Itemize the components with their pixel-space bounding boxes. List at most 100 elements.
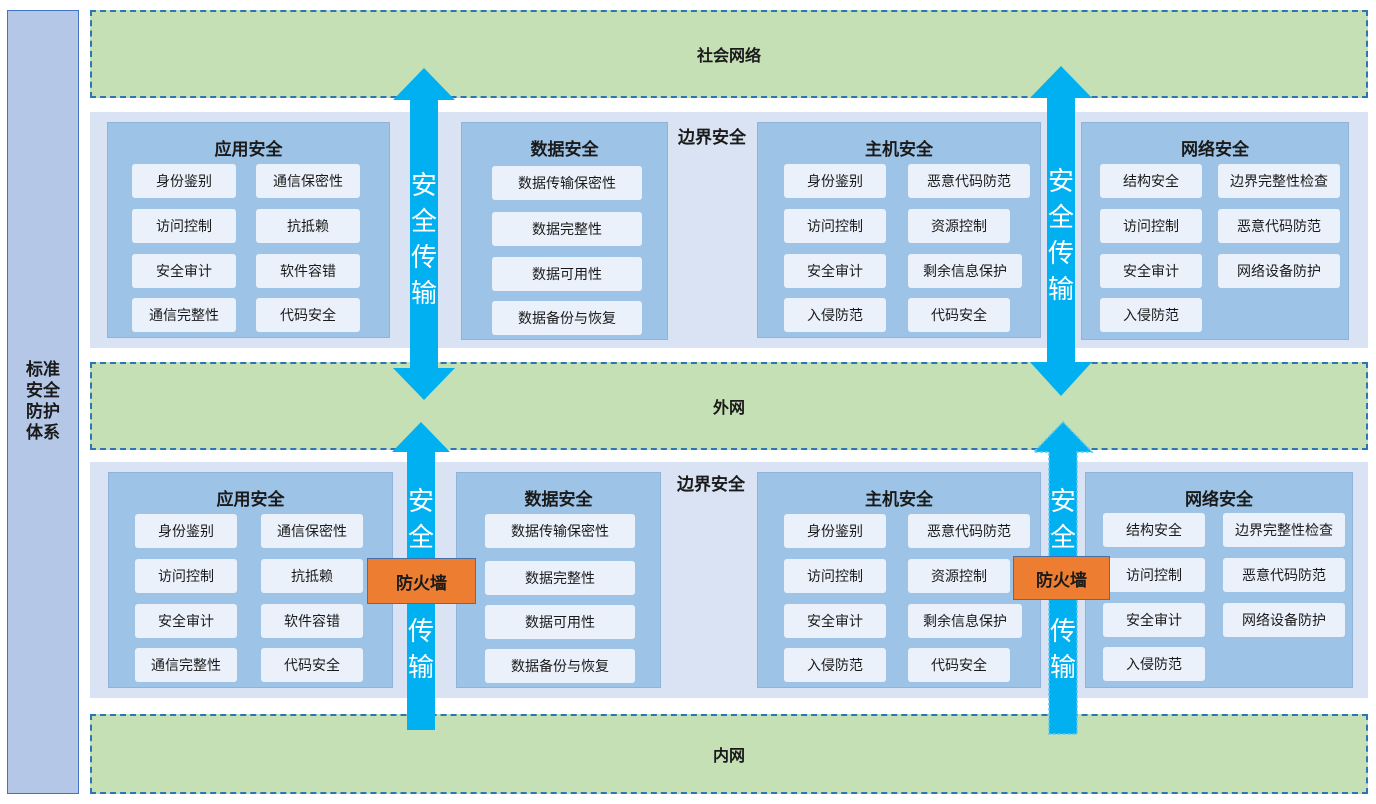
arrow-char: 传 bbox=[407, 617, 434, 647]
item-security-audit: 安全审计 bbox=[135, 604, 237, 638]
arrow-char: 传 bbox=[1049, 617, 1076, 647]
item-network-device-protection: 网络设备防护 bbox=[1223, 603, 1345, 637]
item-residual-info-protection: 剩余信息保护 bbox=[908, 604, 1022, 638]
item-comm-integrity: 通信完整性 bbox=[135, 648, 237, 682]
item-intrusion-prevention: 入侵防范 bbox=[1100, 298, 1202, 332]
lower-network-panel: 网络安全 结构安全 边界完整性检查 访问控制 恶意代码防范 安全审计 网络设备防… bbox=[1085, 472, 1353, 688]
panel-title: 应用安全 bbox=[216, 490, 285, 510]
item-non-repudiation: 抗抵赖 bbox=[261, 559, 363, 593]
lower-right-arrow-label-bottom: 传 输 bbox=[1043, 614, 1083, 686]
item-data-availability: 数据可用性 bbox=[492, 257, 642, 291]
item-residual-info-protection: 剩余信息保护 bbox=[908, 254, 1022, 288]
item-intrusion-prevention: 入侵防范 bbox=[784, 298, 886, 332]
firewall-right-label: 防火墙 bbox=[1036, 570, 1087, 591]
lower-right-arrow-label-top: 安 全 bbox=[1043, 484, 1083, 556]
item-access-control: 访问控制 bbox=[784, 559, 886, 593]
upper-host-panel: 主机安全 身份鉴别 恶意代码防范 访问控制 资源控制 安全审计 剩余信息保护 入… bbox=[757, 122, 1041, 338]
panel-title: 网络安全 bbox=[1181, 140, 1249, 160]
item-malware-prevention: 恶意代码防范 bbox=[1223, 558, 1345, 592]
item-identity-auth: 身份鉴别 bbox=[132, 164, 236, 198]
lower-left-arrow-label-bottom: 传 输 bbox=[401, 614, 441, 686]
item-access-control: 访问控制 bbox=[784, 209, 886, 243]
lower-app-panel: 应用安全 身份鉴别 通信保密性 访问控制 抗抵赖 安全审计 软件容错 通信完整性… bbox=[108, 472, 393, 688]
arrow-char: 全 bbox=[410, 207, 437, 237]
arrow-char: 传 bbox=[1047, 239, 1074, 269]
arrow-char: 安 bbox=[410, 171, 437, 201]
arrow-char: 输 bbox=[407, 653, 434, 683]
side-label-box: 标准安全防护体系 bbox=[7, 10, 79, 794]
item-structure-security: 结构安全 bbox=[1100, 164, 1202, 198]
lower-left-arrow-label-top: 安 全 bbox=[401, 484, 441, 556]
item-identity-auth: 身份鉴别 bbox=[135, 514, 237, 548]
arrow-char: 全 bbox=[1049, 523, 1076, 553]
item-code-security: 代码安全 bbox=[908, 298, 1010, 332]
upper-network-panel: 网络安全 结构安全 边界完整性检查 访问控制 恶意代码防范 安全审计 网络设备防… bbox=[1081, 122, 1349, 340]
panel-title: 主机安全 bbox=[865, 140, 933, 160]
panel-title: 主机安全 bbox=[865, 490, 933, 510]
item-code-security: 代码安全 bbox=[908, 648, 1010, 682]
item-access-control: 访问控制 bbox=[135, 559, 237, 593]
item-data-availability: 数据可用性 bbox=[485, 605, 635, 639]
item-boundary-integrity-check: 边界完整性检查 bbox=[1223, 513, 1345, 547]
arrow-char: 安 bbox=[1047, 167, 1074, 197]
item-malware-prevention: 恶意代码防范 bbox=[908, 164, 1030, 198]
panel-title: 应用安全 bbox=[214, 140, 283, 160]
social-network-label: 社会网络 bbox=[696, 46, 761, 65]
arrow-char: 输 bbox=[1047, 275, 1074, 305]
upper-data-panel: 数据安全 数据传输保密性 数据完整性 数据可用性 数据备份与恢复 bbox=[461, 122, 668, 340]
arrow-char: 输 bbox=[410, 279, 437, 309]
item-comm-confidentiality: 通信保密性 bbox=[261, 514, 363, 548]
item-data-backup-recovery: 数据备份与恢复 bbox=[485, 649, 635, 683]
firewall-left: 防火墙 bbox=[367, 558, 476, 604]
side-label: 标准安全防护体系 bbox=[26, 360, 60, 443]
upper-right-arrow-label: 安 全 传 输 bbox=[1041, 164, 1081, 308]
upper-left-arrow-label: 安 全 传 输 bbox=[404, 168, 444, 312]
item-software-fault-tolerance: 软件容错 bbox=[256, 254, 360, 288]
item-data-transfer-confidentiality: 数据传输保密性 bbox=[485, 514, 635, 548]
item-security-audit: 安全审计 bbox=[132, 254, 236, 288]
item-malware-prevention: 恶意代码防范 bbox=[1218, 209, 1340, 243]
arrow-char: 输 bbox=[1049, 653, 1076, 683]
internal-network-band: 内网 bbox=[90, 714, 1368, 794]
item-access-control: 访问控制 bbox=[132, 209, 236, 243]
upper-right-double-arrow bbox=[1030, 66, 1092, 396]
item-security-audit: 安全审计 bbox=[784, 254, 886, 288]
arrow-char: 传 bbox=[410, 243, 437, 273]
lower-data-panel: 数据安全 数据传输保密性 数据完整性 数据可用性 数据备份与恢复 bbox=[456, 472, 661, 688]
item-data-integrity: 数据完整性 bbox=[492, 212, 642, 246]
item-software-fault-tolerance: 软件容错 bbox=[261, 604, 363, 638]
upper-app-panel: 应用安全 身份鉴别 通信保密性 访问控制 抗抵赖 安全审计 软件容错 通信完整性… bbox=[107, 122, 390, 338]
arrow-char: 全 bbox=[1047, 203, 1074, 233]
item-comm-integrity: 通信完整性 bbox=[132, 298, 236, 332]
item-intrusion-prevention: 入侵防范 bbox=[784, 648, 886, 682]
item-security-audit: 安全审计 bbox=[784, 604, 886, 638]
item-network-device-protection: 网络设备防护 bbox=[1218, 254, 1340, 288]
item-non-repudiation: 抗抵赖 bbox=[256, 209, 360, 243]
panel-title: 数据安全 bbox=[524, 490, 593, 510]
item-access-control: 访问控制 bbox=[1103, 558, 1205, 592]
item-identity-auth: 身份鉴别 bbox=[784, 514, 886, 548]
external-network-label: 外网 bbox=[712, 398, 745, 417]
external-network-band: 外网 bbox=[90, 362, 1368, 450]
upper-left-double-arrow bbox=[393, 68, 455, 400]
internal-network-label: 内网 bbox=[712, 746, 745, 765]
item-intrusion-prevention: 入侵防范 bbox=[1103, 647, 1205, 681]
firewall-right: 防火墙 bbox=[1013, 556, 1110, 600]
item-data-backup-recovery: 数据备份与恢复 bbox=[492, 301, 642, 335]
firewall-left-label: 防火墙 bbox=[396, 573, 447, 594]
arrow-char: 安 bbox=[407, 487, 434, 517]
item-identity-auth: 身份鉴别 bbox=[784, 164, 886, 198]
upper-zone-title: 边界安全 bbox=[678, 128, 746, 148]
item-malware-prevention: 恶意代码防范 bbox=[908, 514, 1030, 548]
arrow-char: 安 bbox=[1049, 487, 1076, 517]
panel-title: 数据安全 bbox=[530, 140, 599, 160]
social-network-band: 社会网络 bbox=[90, 10, 1368, 98]
lower-host-panel: 主机安全 身份鉴别 恶意代码防范 访问控制 资源控制 安全审计 剩余信息保护 入… bbox=[757, 472, 1041, 688]
item-boundary-integrity-check: 边界完整性检查 bbox=[1218, 164, 1340, 198]
arrow-char: 全 bbox=[407, 523, 434, 553]
item-code-security: 代码安全 bbox=[256, 298, 360, 332]
lower-zone-title: 边界安全 bbox=[677, 475, 745, 495]
item-access-control: 访问控制 bbox=[1100, 209, 1202, 243]
item-data-integrity: 数据完整性 bbox=[485, 561, 635, 595]
